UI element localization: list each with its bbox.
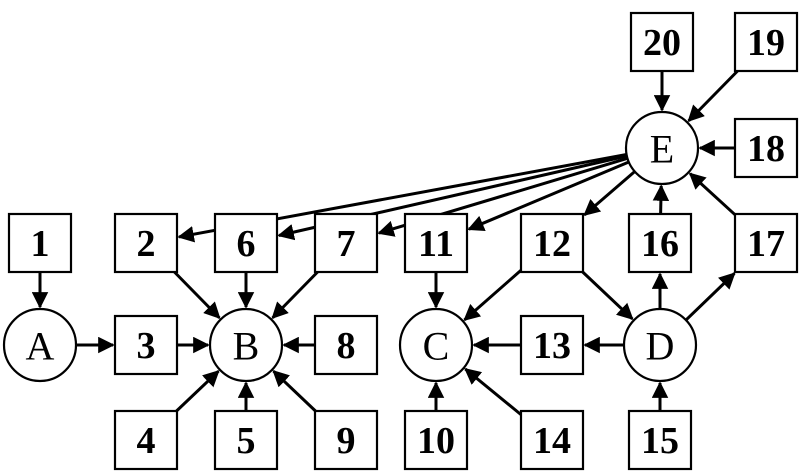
box-node-label: 8 [337, 325, 356, 367]
edge-17-to-E [688, 172, 737, 216]
circle-node-frame [398, 307, 474, 383]
box-node-label: 2 [137, 223, 156, 265]
edge-E-to-11 [467, 160, 630, 232]
edge-12-to-C [463, 269, 522, 322]
box-node-11: 11 [403, 212, 469, 274]
box-node-8: 8 [313, 314, 379, 376]
box-node-12: 12 [519, 212, 585, 274]
box-node-label: 13 [533, 325, 571, 367]
edge-16-to-E [652, 184, 670, 215]
edge-2-to-B [173, 270, 221, 320]
box-node-frame [313, 314, 379, 376]
box-node-19: 19 [733, 11, 799, 73]
box-node-frame [733, 11, 799, 73]
box-node-label: 15 [641, 420, 679, 462]
box-node-4: 4 [113, 409, 179, 471]
box-node-frame [627, 409, 693, 471]
box-node-5: 5 [213, 409, 279, 471]
circle-node-d: D [622, 307, 698, 383]
box-node-18: 18 [733, 117, 799, 179]
box-node-16: 16 [627, 212, 693, 274]
box-node-2: 2 [113, 212, 179, 274]
box-node-label: 19 [747, 22, 785, 64]
box-node-frame [627, 212, 693, 274]
box-node-frame [213, 212, 279, 274]
edge-19-to-E [687, 69, 739, 123]
edge-4-to-B [175, 370, 220, 413]
box-node-frame [403, 212, 469, 274]
box-node-frame [7, 212, 73, 274]
circle-node-c: C [398, 307, 474, 383]
box-node-20: 20 [629, 11, 695, 73]
edge-D-to-17 [684, 272, 736, 322]
box-node-10: 10 [403, 409, 469, 471]
circle-node-frame [624, 110, 700, 186]
circle-node-frame [208, 307, 284, 383]
box-node-label: 17 [747, 223, 785, 265]
circle-node-b: B [208, 307, 284, 383]
edge-9-to-B [272, 370, 317, 413]
circle-node-label: E [650, 127, 674, 172]
box-node-label: 16 [641, 223, 679, 265]
box-node-label: 3 [137, 325, 156, 367]
box-node-label: 18 [747, 128, 785, 170]
box-node-frame [733, 212, 799, 274]
box-node-6: 6 [213, 212, 279, 274]
edge-7-to-B [271, 270, 319, 320]
edge-14-to-C [464, 367, 522, 416]
box-node-15: 15 [627, 409, 693, 471]
box-node-label: 20 [643, 22, 681, 64]
box-node-frame [629, 11, 695, 73]
circle-node-label: B [233, 324, 260, 369]
circle-node-a: A [2, 307, 78, 383]
circle-node-frame [622, 307, 698, 383]
box-node-3: 3 [113, 314, 179, 376]
box-node-label: 5 [237, 420, 256, 462]
box-node-label: 6 [237, 223, 256, 265]
box-node-frame [519, 314, 585, 376]
edge-12-to-D [581, 270, 634, 321]
box-node-label: 14 [533, 420, 571, 462]
box-node-frame [213, 409, 279, 471]
box-node-9: 9 [313, 409, 379, 471]
circle-node-label: A [26, 324, 55, 369]
box-node-7: 7 [313, 212, 379, 274]
box-node-13: 13 [519, 314, 585, 376]
circle-node-frame [2, 307, 78, 383]
box-node-label: 10 [417, 420, 455, 462]
box-node-frame [313, 409, 379, 471]
box-node-frame [113, 314, 179, 376]
circle-node-label: D [646, 324, 675, 369]
box-node-label: 9 [337, 420, 356, 462]
box-node-label: 12 [533, 223, 571, 265]
box-node-14: 14 [519, 409, 585, 471]
box-node-1: 1 [7, 212, 73, 274]
box-node-17: 17 [733, 212, 799, 274]
box-node-label: 7 [337, 223, 356, 265]
edge-E-to-12 [583, 170, 636, 217]
box-node-frame [519, 409, 585, 471]
box-node-frame [313, 212, 379, 274]
circle-node-label: C [423, 324, 450, 369]
box-node-label: 1 [31, 223, 50, 265]
circle-node-e: E [624, 110, 700, 186]
box-node-label: 4 [137, 420, 156, 462]
box-node-frame [113, 409, 179, 471]
box-node-frame [733, 117, 799, 179]
box-node-frame [113, 212, 179, 274]
box-node-frame [519, 212, 585, 274]
box-node-label: 11 [418, 223, 454, 265]
box-node-frame [403, 409, 469, 471]
edges-layer [31, 69, 739, 416]
